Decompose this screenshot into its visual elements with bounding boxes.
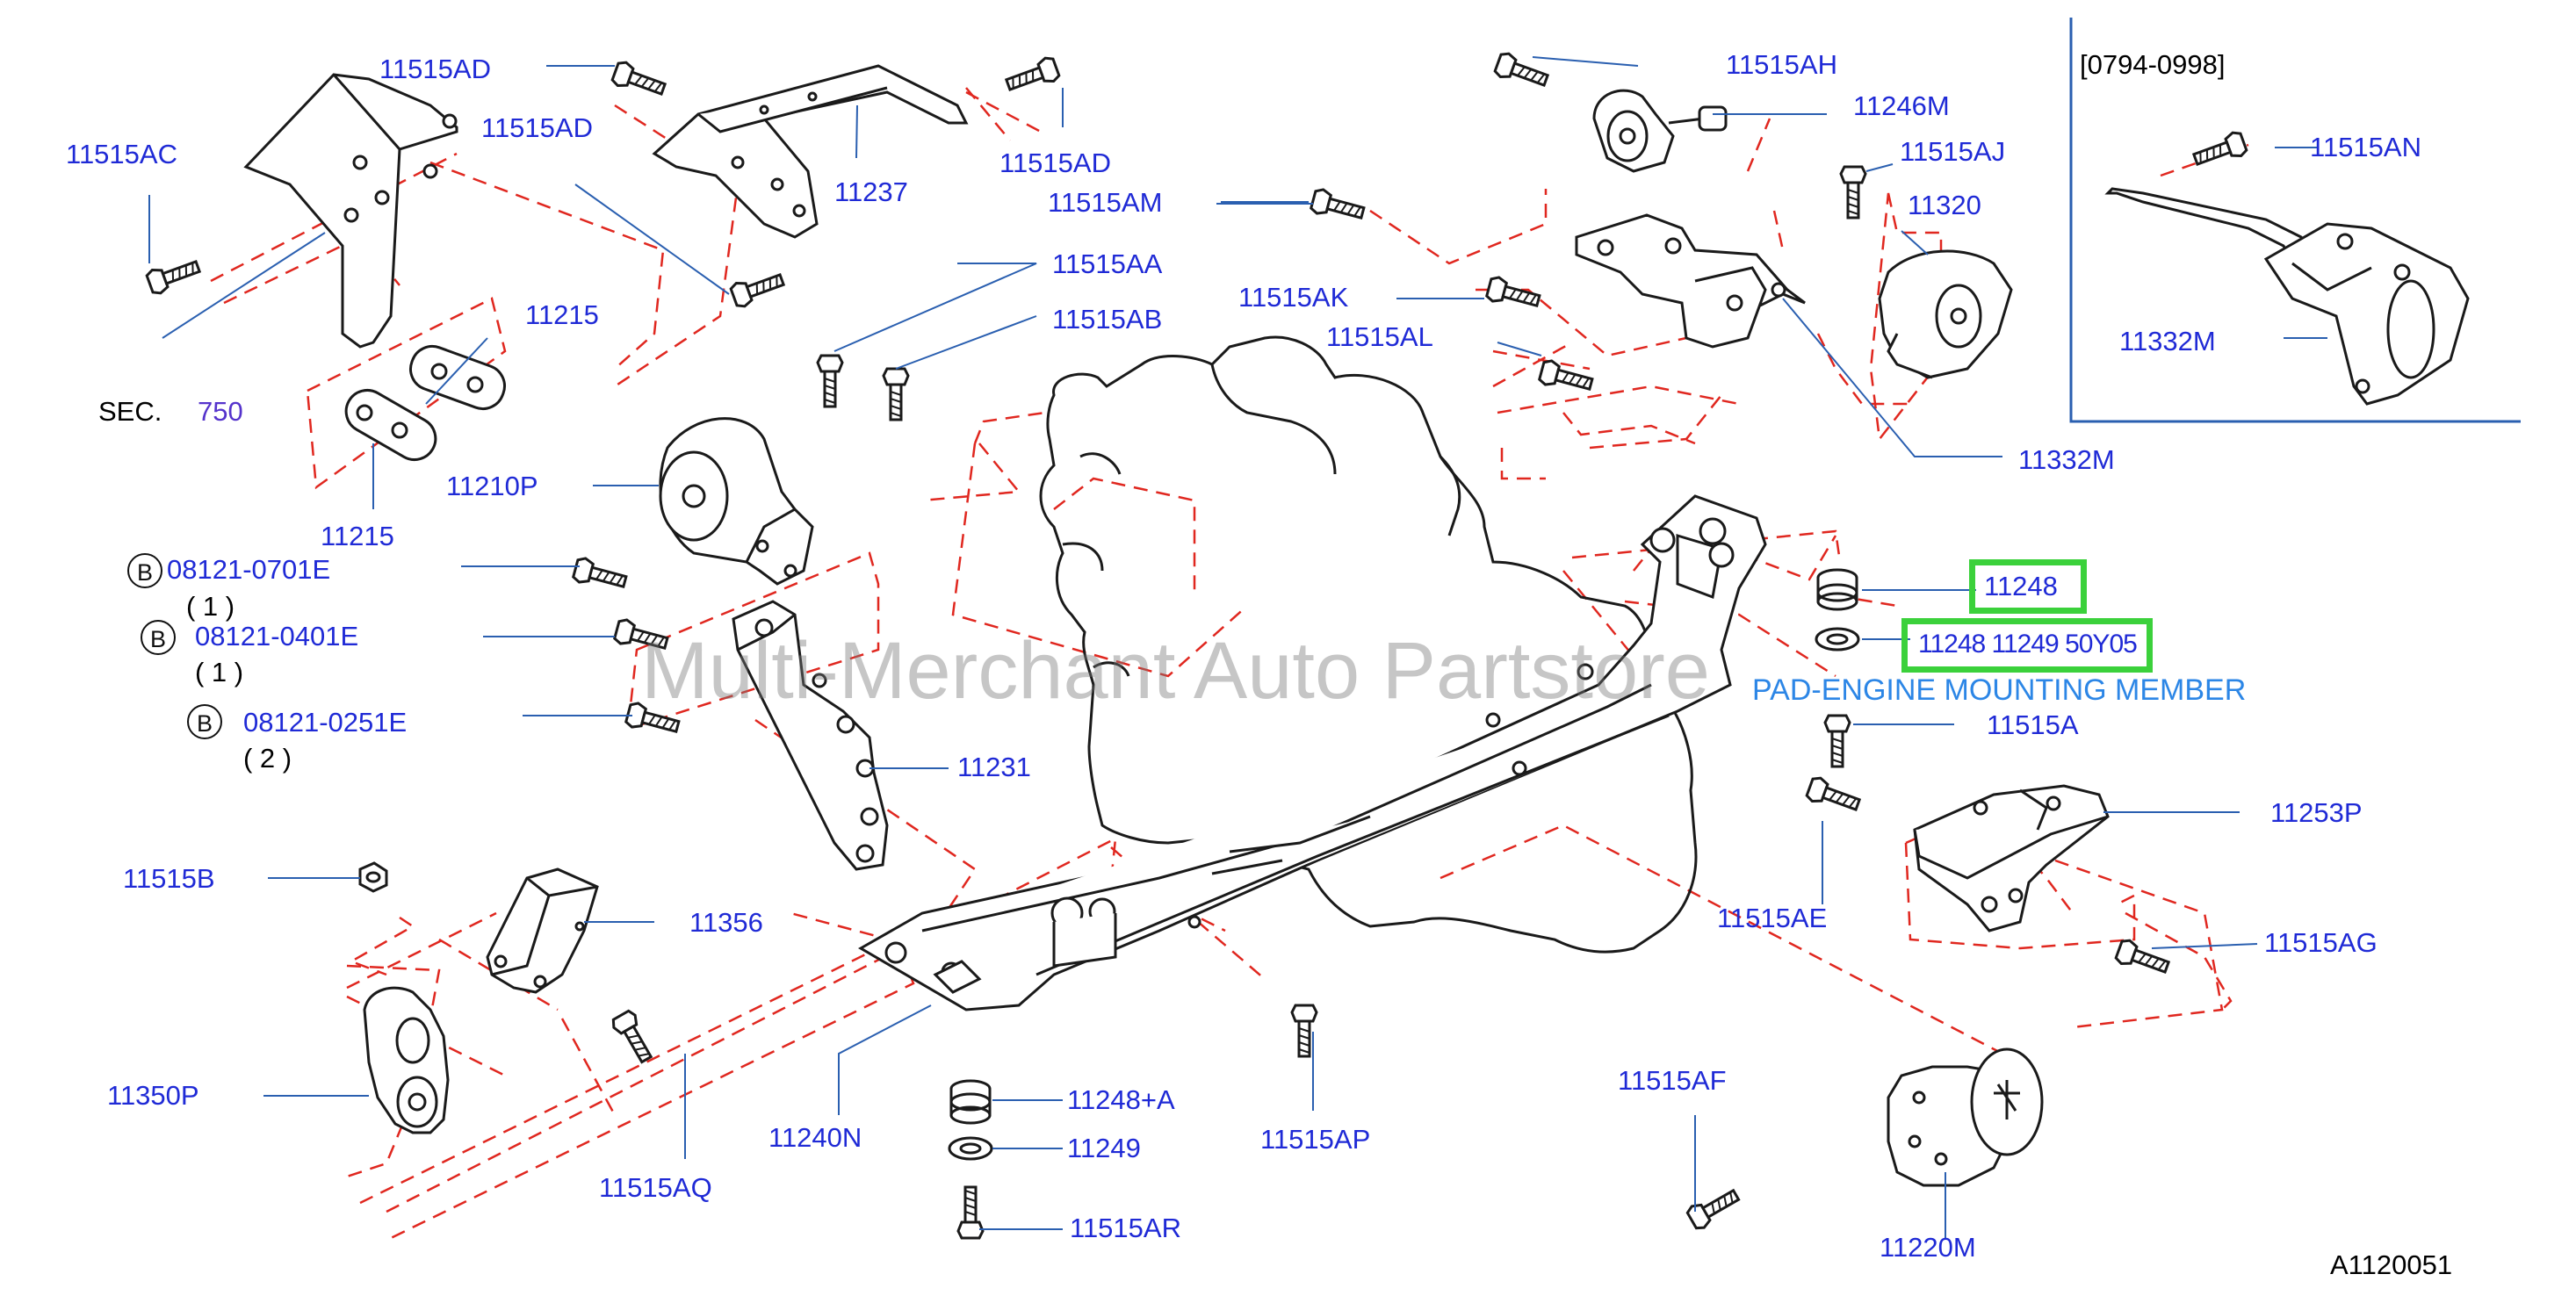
callout-11249[interactable]: 11249 xyxy=(1067,1133,1141,1163)
callout-11515AD-top[interactable]: 11515AD xyxy=(379,54,491,84)
bracket-11253P xyxy=(1913,784,2110,932)
callout-11231[interactable]: 11231 xyxy=(957,752,1031,782)
insulator-11220M xyxy=(1887,1047,2044,1187)
callout-11515AA[interactable]: 11515AA xyxy=(1052,248,1163,279)
callout-11515AQ[interactable]: 11515AQ xyxy=(599,1172,712,1203)
callout-11515A[interactable]: 11515A xyxy=(1987,709,2079,740)
callout-08121-0251E[interactable]: 08121-0251E xyxy=(243,707,408,738)
pad-11248A xyxy=(948,1079,993,1161)
mount-11246M xyxy=(1592,89,1728,173)
callout-11350P[interactable]: 11350P xyxy=(107,1080,199,1111)
callout-11215-top[interactable]: 11215 xyxy=(525,299,599,330)
callout-11515AE[interactable]: 11515AE xyxy=(1717,903,1828,933)
bolt-ref-circle-2: B xyxy=(141,620,176,655)
bracket-11237 xyxy=(652,64,969,239)
callout-11210P[interactable]: 11210P xyxy=(446,471,538,501)
bolt-ref-circle-3: B xyxy=(187,704,222,739)
callout-11356[interactable]: 11356 xyxy=(689,907,763,938)
callout-11515AP[interactable]: 11515AP xyxy=(1260,1124,1371,1155)
qty-08121-0401E: ( 1 ) xyxy=(195,657,244,687)
watermark: Multi-Merchant Auto Partstore xyxy=(641,626,1710,716)
highlight-11248-50Y05[interactable]: 11248 11249 50Y05 xyxy=(1901,618,2153,673)
insulator-11350P xyxy=(363,986,450,1134)
highlight-11248[interactable]: 11248 xyxy=(1969,559,2087,614)
callout-11515AR[interactable]: 11515AR xyxy=(1070,1213,1181,1243)
bolt-ref-circle-1: B xyxy=(127,553,162,588)
callout-11248A[interactable]: 11248+A xyxy=(1067,1084,1175,1115)
callout-11248-50Y05[interactable]: 11248 11249 50Y05 xyxy=(1918,631,2138,658)
leader-lines xyxy=(148,56,2327,1238)
callout-11332M-inset[interactable]: 11332M xyxy=(2119,326,2216,356)
callout-11515AH[interactable]: 11515AH xyxy=(1726,49,1837,80)
qty-08121-0701E: ( 1 ) xyxy=(186,591,235,622)
section-ref-label: SEC. xyxy=(98,396,162,427)
callout-11246M[interactable]: 11246M xyxy=(1853,90,1950,121)
bracket-11332M xyxy=(1575,213,1806,349)
callout-11515AD-right[interactable]: 11515AD xyxy=(999,148,1111,178)
callout-11215-bottom[interactable]: 11215 xyxy=(321,521,394,551)
pad-11248 xyxy=(1815,568,1860,652)
qty-08121-0251E: ( 2 ) xyxy=(243,743,292,774)
callout-11320[interactable]: 11320 xyxy=(1908,190,1981,220)
nut-11515B xyxy=(358,861,388,893)
callout-11515B[interactable]: 11515B xyxy=(123,863,215,894)
callout-11515AC[interactable]: 11515AC xyxy=(66,139,177,169)
callout-11515AL[interactable]: 11515AL xyxy=(1326,321,1433,352)
callout-08121-0701E[interactable]: 08121-0701E xyxy=(167,554,331,585)
inset-bracket xyxy=(2104,187,2470,406)
callout-11515AM[interactable]: 11515AM xyxy=(1048,187,1163,218)
section-ref-link[interactable]: 750 xyxy=(198,396,243,427)
callout-11515AD-mid[interactable]: 11515AD xyxy=(481,112,593,143)
callout-11515AG[interactable]: 11515AG xyxy=(2264,927,2378,958)
callout-11515AF[interactable]: 11515AF xyxy=(1618,1065,1727,1096)
callout-11332M-main[interactable]: 11332M xyxy=(2018,444,2115,475)
callout-11220M[interactable]: 11220M xyxy=(1880,1232,1976,1263)
crossmember xyxy=(858,494,1767,1011)
callout-11240N[interactable]: 11240N xyxy=(768,1122,862,1153)
callout-11515AJ[interactable]: 11515AJ xyxy=(1900,136,2006,167)
callout-08121-0401E[interactable]: 08121-0401E xyxy=(195,621,359,652)
inset-date-range: [0794-0998] xyxy=(2080,49,2226,80)
engine-outline xyxy=(1039,335,1698,954)
bracket-11356 xyxy=(486,867,599,994)
pad-engine-mounting-member-title: PAD-ENGINE MOUNTING MEMBER xyxy=(1752,673,2247,707)
diagram-code: A1120051 xyxy=(2330,1249,2453,1280)
callout-11253P[interactable]: 11253P xyxy=(2270,797,2363,828)
inset-frame xyxy=(2069,18,2521,423)
callout-11237[interactable]: 11237 xyxy=(834,176,908,207)
callout-11515AN[interactable]: 11515AN xyxy=(2310,132,2421,162)
callout-11248[interactable]: 11248 xyxy=(1984,571,2058,601)
insulator-11210P xyxy=(659,417,814,586)
callout-11515AK[interactable]: 11515AK xyxy=(1238,282,1349,313)
bracket-11231 xyxy=(732,600,889,871)
bracket-sec750 xyxy=(243,73,458,349)
link-11215 xyxy=(344,344,506,461)
insulator-11320 xyxy=(1878,249,2013,379)
callout-11515AB[interactable]: 11515AB xyxy=(1052,304,1163,335)
